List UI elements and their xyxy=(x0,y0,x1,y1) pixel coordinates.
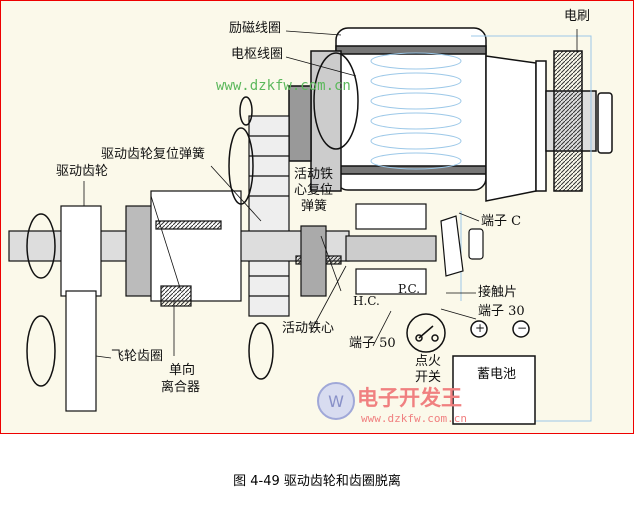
label-brush: 电刷 xyxy=(564,9,591,24)
svg-text:W: W xyxy=(328,392,344,411)
label-one-way-clutch-2: 离合器 xyxy=(161,380,201,395)
label-battery: 蓄电池 xyxy=(477,367,517,382)
label-terminal-c: 端子 C xyxy=(481,214,522,229)
watermark-url-bottom: www.dzkfw.com.cn xyxy=(361,412,467,425)
watermark-url-top: www.dzkfw.com.cn xyxy=(216,78,351,94)
label-drive-gear-return-spring: 驱动齿轮复位弹簧 xyxy=(101,147,206,162)
label-plunger-return-spring-1: 活动铁 xyxy=(294,167,334,182)
battery-symbol xyxy=(452,320,536,425)
label-pc: P.C. xyxy=(398,282,421,296)
solenoid-switch xyxy=(345,203,484,295)
label-flywheel-ring: 飞轮齿圈 xyxy=(111,349,164,364)
drive-shaft xyxy=(8,190,350,412)
label-hc: H.C. xyxy=(353,294,380,308)
label-drive-gear: 驱动齿轮 xyxy=(56,164,109,179)
label-terminal-30: 端子 30 xyxy=(478,304,525,319)
label-plunger-return-spring-3: 弹簧 xyxy=(301,199,328,214)
armature-gear xyxy=(248,115,290,317)
label-ignition-switch-1: 点火 xyxy=(415,354,442,369)
leader-lines xyxy=(83,29,578,359)
battery-minus-sign: − xyxy=(517,321,528,335)
label-one-way-clutch-1: 单向 xyxy=(169,363,196,378)
diagram-frame: W www.dzkfw.com.cn 电子开发王 www.dzkfw.com.c… xyxy=(0,0,634,434)
battery-plus-sign: + xyxy=(475,321,486,335)
figure-caption: 图 4-49 驱动齿轮和齿圈脱离 xyxy=(233,474,401,489)
label-field-coil: 励磁线圈 xyxy=(229,21,282,36)
watermark-logo-text: 电子开发王 xyxy=(357,386,462,410)
motor-housing xyxy=(288,27,613,202)
watermark-logo: W xyxy=(317,382,355,420)
label-ignition-switch-2: 开关 xyxy=(415,370,442,385)
label-plunger: 活动铁心 xyxy=(282,321,335,336)
ignition-switch-symbol xyxy=(406,313,446,353)
label-plunger-return-spring-2: 心复位 xyxy=(294,183,334,198)
label-terminal-50: 端子 50 xyxy=(349,336,396,351)
rotation-arrows xyxy=(26,52,359,387)
starter-motor-illustration: W xyxy=(8,27,613,425)
label-contact-plate: 接触片 xyxy=(478,285,518,300)
label-armature-coil: 电枢线圈 xyxy=(231,47,284,62)
